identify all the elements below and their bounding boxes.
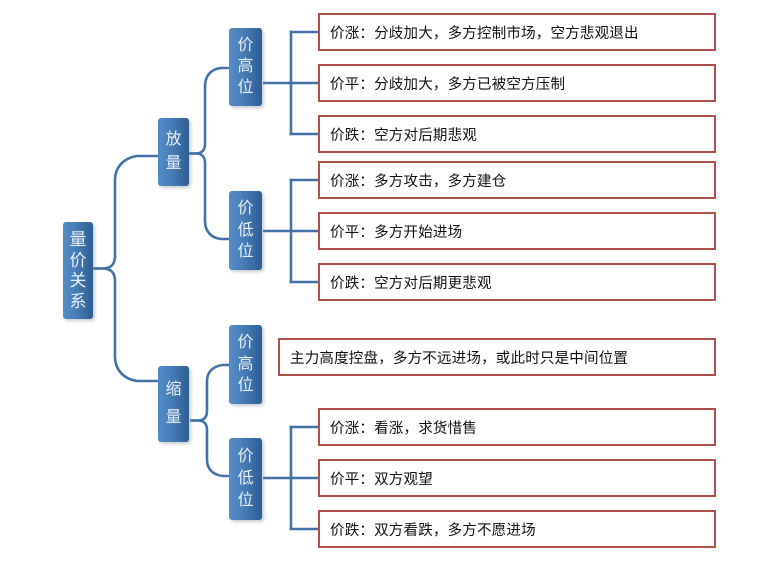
node-suoliang-char-0: 缩 bbox=[165, 381, 182, 399]
connector-fangliang-diwei-bracket bbox=[263, 178, 320, 284]
leaf-box[interactable]: 价涨：分歧加大，多方控制市场，空方悲观退出 bbox=[318, 13, 716, 51]
node-suoliang-char-1: 量 bbox=[165, 408, 182, 426]
node-root-char-1: 价 bbox=[69, 250, 87, 270]
node-fangliang-gaowei-char-2: 位 bbox=[237, 79, 254, 96]
node-root-char-2: 关 bbox=[69, 271, 87, 291]
connector-fangliang-brace bbox=[188, 66, 232, 241]
node-suoliang-gaowei-char-2: 位 bbox=[237, 376, 254, 394]
leaf-box[interactable]: 价平：多方开始进场 bbox=[318, 212, 716, 250]
leaf-box-text: 价涨：分歧加大，多方控制市场，空方悲观退出 bbox=[330, 25, 639, 42]
leaf-box-text: 价涨：看涨，求货惜售 bbox=[330, 420, 477, 437]
node-suoliang-diwei-char-0: 价 bbox=[237, 448, 254, 465]
leaf-box[interactable]: 价平：分歧加大，多方已被空方压制 bbox=[318, 64, 716, 102]
leaf-box-text: 价跌：空方对后期更悲观 bbox=[330, 275, 492, 292]
leaf-box[interactable]: 价跌：双方看跌，多方不愿进场 bbox=[318, 510, 716, 548]
leaf-box[interactable]: 价涨：多方攻击，多方建仓 bbox=[318, 161, 716, 199]
connector-suoliang-diwei-bracket bbox=[263, 425, 320, 531]
node-suoliang[interactable]: 缩 量 bbox=[158, 366, 189, 442]
leaf-box[interactable]: 价平：双方观望 bbox=[318, 459, 716, 497]
leaf-box-text: 价平：分歧加大，多方已被空方压制 bbox=[330, 76, 566, 93]
node-root-char-0: 量 bbox=[69, 229, 87, 249]
leaf-box-text: 价跌：双方看跌，多方不愿进场 bbox=[330, 522, 536, 539]
leaf-box-text: 价涨：多方攻击，多方建仓 bbox=[330, 173, 507, 190]
node-fangliang-gaowei-char-1: 高 bbox=[237, 58, 254, 75]
node-fangliang-diwei[interactable]: 价 低 位 bbox=[229, 191, 262, 270]
node-suoliang-gaowei-char-0: 价 bbox=[237, 334, 254, 352]
leaf-box-text: 主力高度控盘，多方不远进场，或此时只是中间位置 bbox=[290, 350, 629, 367]
connector-suoliang-brace bbox=[190, 363, 234, 478]
node-fangliang-char-0: 放 bbox=[165, 130, 182, 148]
leaf-box-text: 价跌：空方对后期悲观 bbox=[330, 127, 477, 144]
node-root[interactable]: 量 价 关 系 bbox=[63, 222, 93, 319]
node-suoliang-diwei-char-2: 位 bbox=[237, 492, 254, 509]
leaf-box[interactable]: 主力高度控盘，多方不远进场，或此时只是中间位置 bbox=[278, 338, 716, 376]
leaf-box-text: 价平：双方观望 bbox=[330, 471, 433, 488]
node-fangliang-diwei-char-2: 位 bbox=[237, 242, 254, 260]
node-suoliang-diwei[interactable]: 价 低 位 bbox=[229, 438, 262, 520]
leaf-box[interactable]: 价跌：空方对后期悲观 bbox=[318, 115, 716, 153]
node-fangliang-char-1: 量 bbox=[165, 155, 182, 173]
node-root-char-3: 系 bbox=[69, 292, 87, 312]
node-fangliang-gaowei-char-0: 价 bbox=[237, 37, 254, 54]
leaf-box-text: 价平：多方开始进场 bbox=[330, 224, 463, 241]
node-suoliang-gaowei[interactable]: 价 高 位 bbox=[229, 325, 262, 404]
node-fangliang-diwei-char-0: 价 bbox=[237, 200, 254, 218]
node-fangliang-gaowei[interactable]: 价 高 位 bbox=[229, 28, 262, 106]
node-fangliang[interactable]: 放 量 bbox=[158, 118, 189, 186]
node-fangliang-diwei-char-1: 低 bbox=[237, 221, 254, 239]
connector-fangliang-gaowei-bracket bbox=[263, 30, 320, 136]
node-suoliang-gaowei-char-1: 高 bbox=[237, 355, 254, 373]
connector-root-brace bbox=[93, 152, 161, 385]
leaf-box[interactable]: 价涨：看涨，求货惜售 bbox=[318, 408, 716, 446]
leaf-box[interactable]: 价跌：空方对后期更悲观 bbox=[318, 263, 716, 301]
node-suoliang-diwei-char-1: 低 bbox=[237, 470, 254, 487]
